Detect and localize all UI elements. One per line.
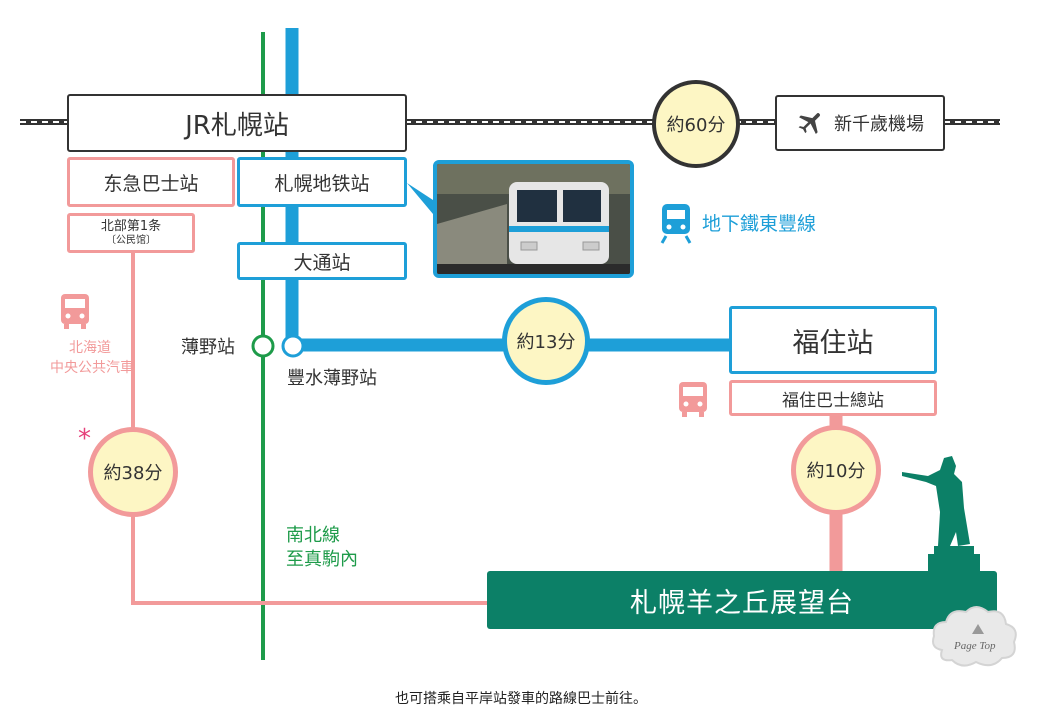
train-icon: [660, 204, 692, 244]
odori-station: 大通站: [237, 242, 407, 280]
kita1-label: 北部第1条: [100, 219, 162, 235]
time-bus-chuo: 約38分: [88, 427, 178, 517]
tokyu-bus-label: 东急巴士站: [103, 172, 199, 195]
hosui-susukino-station-dot: [281, 334, 305, 358]
namboku-line-label: 南北線 至真駒內: [286, 524, 358, 572]
toho-line-label: 地下鐵東豐線: [702, 213, 817, 235]
hosui-susukino-label: 豐水薄野站: [287, 368, 377, 389]
airplane-icon: [798, 113, 820, 135]
time-jr-to-airport-label: 約60分: [666, 115, 726, 136]
jr-sapporo-label: JR札幌站: [185, 110, 289, 141]
statue-icon: [902, 456, 980, 572]
kita1-sublabel: 〔公民馆〕: [106, 234, 156, 246]
bus-icon: [61, 294, 89, 329]
subway-train-photo: [433, 160, 634, 278]
fukuzumi-station: 福住站: [729, 306, 937, 374]
odori-label: 大通站: [293, 251, 351, 274]
time-jr-to-airport: 約60分: [652, 80, 740, 168]
page-top-cloud-icon: [932, 606, 1017, 667]
train-photo-illustration: [437, 164, 630, 274]
photo-callout-pointer: [407, 183, 433, 214]
susukino-label: 薄野站: [181, 337, 235, 358]
jr-sapporo-station: JR札幌站: [67, 94, 407, 152]
chuo-bus-label: 北海道 中央公共汽車: [50, 338, 134, 378]
tokyu-bus-stop: 东急巴士站: [67, 157, 235, 207]
time-bus-fukuzumi-label: 約10分: [806, 461, 866, 482]
new-chitose-airport: 新千歲機場: [775, 95, 945, 151]
fukuzumi-bus-terminal: 福住巴士總站: [729, 380, 937, 416]
chuo-bus-label-line1: 北海道: [69, 340, 111, 356]
time-subway-label: 約13分: [516, 332, 576, 353]
hitsujigaoka-label: 札幌羊之丘展望台: [630, 587, 854, 619]
sapporo-subway-label: 札幌地铁站: [274, 172, 370, 195]
time-bus-chuo-label: 約38分: [103, 463, 163, 484]
time-subway: 約13分: [502, 297, 590, 385]
chuo-bus-line: [131, 253, 487, 605]
asterisk-mark: *: [78, 424, 91, 454]
namboku-line-label-line2: 至真駒內: [286, 549, 358, 570]
namboku-line-label-line1: 南北線: [286, 525, 340, 546]
hitsujigaoka-observation-hill: 札幌羊之丘展望台: [487, 571, 997, 629]
footer-note: 也可搭乘自平岸站發車的路線巴士前往。: [395, 691, 647, 707]
time-bus-fukuzumi: 約10分: [791, 425, 881, 515]
susukino-station-dot: [251, 334, 275, 358]
fukuzumi-bus-label: 福住巴士總站: [782, 390, 884, 411]
fukuzumi-label: 福住站: [792, 327, 874, 359]
bus-icon: [679, 382, 707, 417]
kita1-bus-stop: 北部第1条 〔公民馆〕: [67, 213, 195, 253]
sapporo-subway-station: 札幌地铁站: [237, 157, 407, 207]
airport-label: 新千歲機場: [834, 114, 924, 135]
page-top-button[interactable]: Page Top: [928, 600, 1020, 672]
chuo-bus-label-line2: 中央公共汽車: [50, 360, 134, 376]
page-top-label: Page Top: [954, 640, 996, 652]
